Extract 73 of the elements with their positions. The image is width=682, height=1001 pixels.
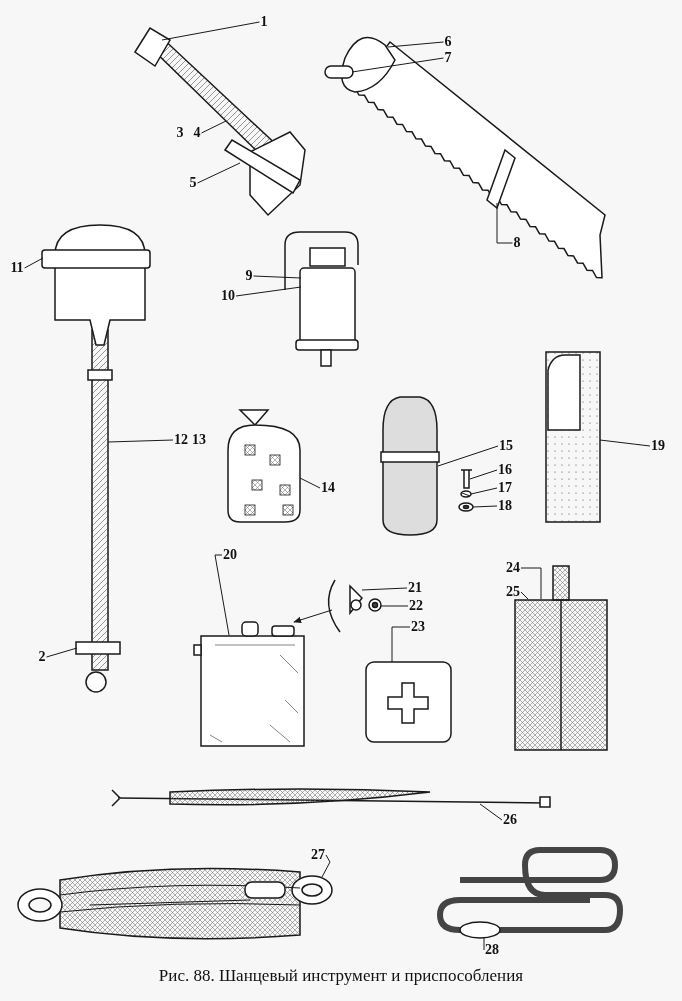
leader-line xyxy=(46,647,78,658)
leader-line xyxy=(299,477,321,489)
callout-number: 22 xyxy=(409,598,423,614)
callout-number: 3 xyxy=(176,125,184,141)
callout-number: 21 xyxy=(408,580,422,596)
leader-line xyxy=(197,162,241,184)
washer-drawing xyxy=(368,598,382,612)
bolt-drawing xyxy=(460,469,473,489)
leader-line xyxy=(599,439,651,447)
leader-line xyxy=(391,626,411,663)
axe-drawing xyxy=(134,26,306,217)
canister-drawing xyxy=(193,621,305,747)
callout-number: 13 xyxy=(192,432,206,448)
callout-number: 15 xyxy=(499,438,513,454)
leader-line xyxy=(469,469,498,480)
callout-number: 12 xyxy=(174,432,188,448)
wing-nut-drawing xyxy=(327,579,363,633)
callout-number: 1 xyxy=(260,14,268,30)
shovel-drawing xyxy=(41,224,151,693)
saw-drawing xyxy=(324,36,606,279)
leader-line xyxy=(107,439,174,443)
callout-number: 25 xyxy=(506,584,520,600)
callout-number: 18 xyxy=(498,498,512,514)
callout-number: 6 xyxy=(444,34,452,50)
figure-caption: Рис. 88. Шанцевый инструмент и приспособления xyxy=(157,966,525,986)
callout-number: 5 xyxy=(189,175,197,191)
case-drawing xyxy=(545,351,601,523)
leader-line xyxy=(470,487,498,495)
spring-washer-drawing xyxy=(460,490,472,498)
bag-drawing xyxy=(227,409,301,523)
leader-line xyxy=(161,21,260,41)
callout-number: 19 xyxy=(651,438,665,454)
callout-number: 20 xyxy=(223,547,237,563)
callout-number: 7 xyxy=(444,50,452,66)
leader-line xyxy=(351,57,444,73)
first-aid-kit-drawing xyxy=(365,661,452,743)
callout-number: 16 xyxy=(498,462,512,478)
tow-rope-drawing xyxy=(17,867,333,940)
callout-number: 10 xyxy=(221,288,235,304)
leader-line xyxy=(24,257,44,269)
callout-number: 24 xyxy=(506,560,520,576)
callout-number: 2 xyxy=(38,649,46,665)
callout-number: 23 xyxy=(411,619,425,635)
leader-line xyxy=(253,275,302,279)
callout-number: 4 xyxy=(193,125,201,141)
leader-line xyxy=(361,587,408,591)
extinguisher-drawing xyxy=(380,396,440,536)
callout-number: 9 xyxy=(245,268,253,284)
callout-number: 8 xyxy=(513,235,521,251)
leader-line xyxy=(387,41,444,48)
callout-number: 28 xyxy=(485,942,499,958)
hose-drawing xyxy=(437,847,623,939)
crank-handle-drawing xyxy=(111,788,551,808)
leader-line xyxy=(483,937,485,951)
leader-line xyxy=(520,567,542,600)
callout-number: 26 xyxy=(503,812,517,828)
leader-line xyxy=(321,854,331,878)
callout-number: 14 xyxy=(321,480,335,496)
washer-drawing xyxy=(458,502,474,512)
callout-number: 17 xyxy=(498,480,512,496)
arrow xyxy=(293,609,333,623)
leader-line xyxy=(437,445,499,467)
leader-line xyxy=(235,286,302,297)
leader-line xyxy=(479,803,503,821)
leader-line xyxy=(472,505,498,508)
callout-number: 11 xyxy=(10,260,24,276)
leader-line xyxy=(496,202,513,244)
leader-line xyxy=(214,554,230,636)
leader-line xyxy=(380,605,409,607)
leader-line xyxy=(201,120,227,134)
lamp-drawing xyxy=(284,231,359,367)
callout-number: 27 xyxy=(311,847,325,863)
leader-line xyxy=(520,591,529,600)
